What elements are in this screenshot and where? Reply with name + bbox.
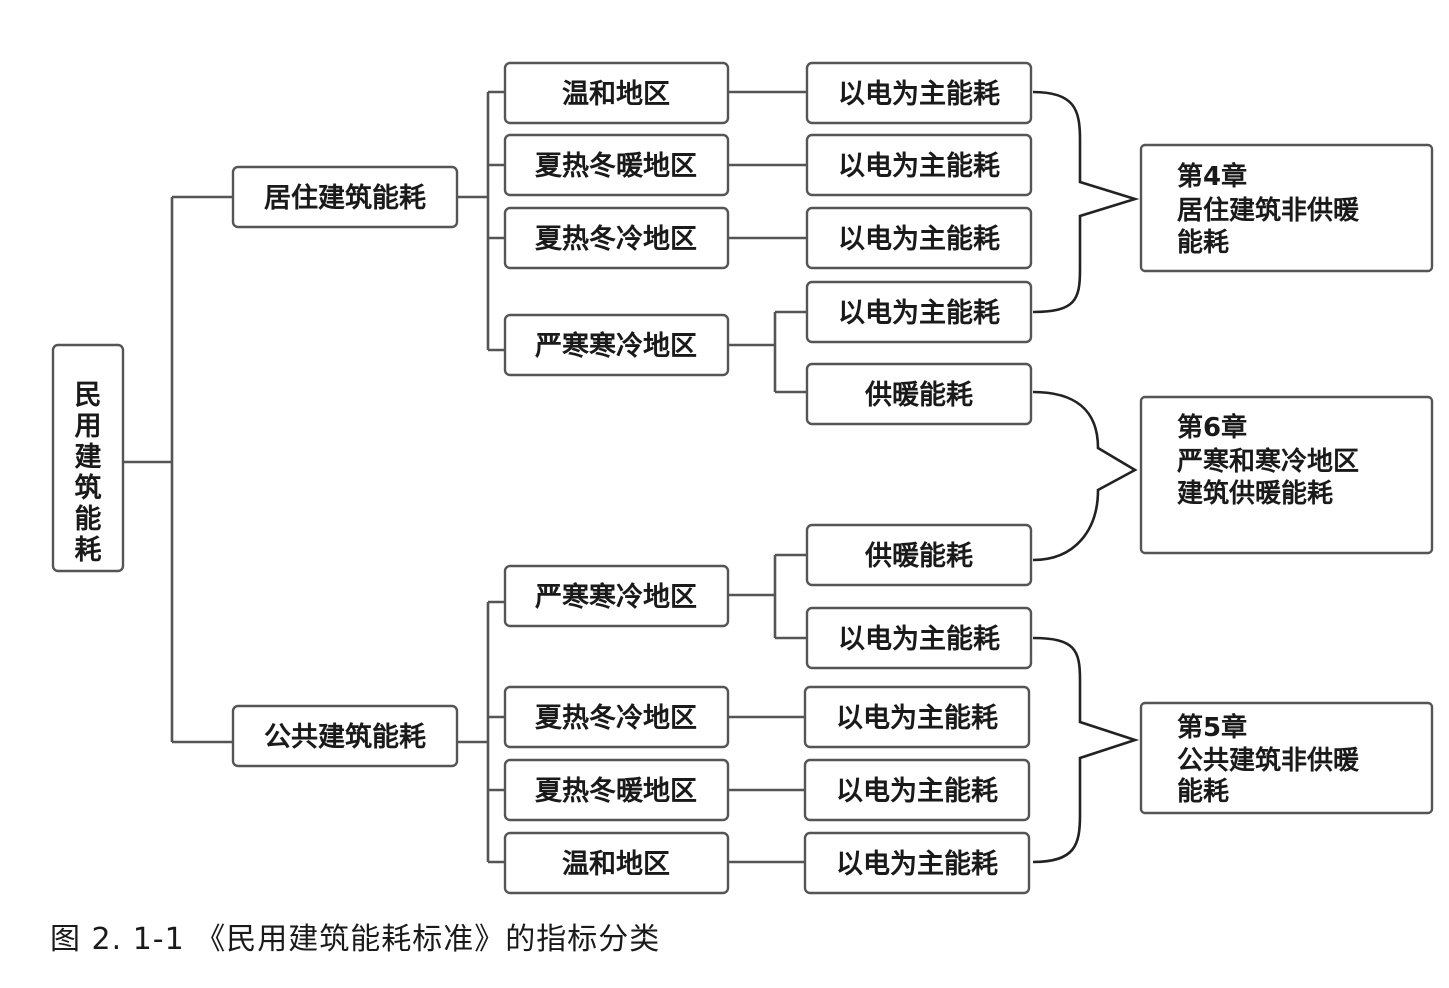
energy-electric-6-label: 以电为主能耗 (836, 702, 998, 734)
public-node: 公共建筑能耗 (231, 704, 459, 768)
energy-electric-2-label: 以电为主能耗 (838, 150, 1000, 182)
root-char-4: 筑 (75, 472, 102, 504)
res-region-hot-summer-cold-winter: 夏热冬冷地区 (503, 206, 730, 270)
chapter-6-title-line1: 严寒和寒冷地区 (1177, 446, 1359, 477)
connector-residential (458, 90, 505, 352)
chapter-6-title-line2: 建筑供暖能耗 (1177, 478, 1333, 509)
figure-caption: 图 2. 1-1 《民用建筑能耗标准》的指标分类 (50, 922, 661, 957)
chapter-5-node: 第5章 公共建筑非供暖 能耗 (1139, 701, 1434, 815)
energy-electric-8: 以电为主能耗 (803, 831, 1031, 895)
chapter-6-number: 第6章 (1177, 412, 1247, 443)
pub-region-hscw-label: 夏热冬冷地区 (535, 702, 697, 734)
residential-node: 居住建筑能耗 (231, 165, 459, 229)
pub-region-hswn-label: 夏热冬暖地区 (535, 775, 697, 807)
energy-electric-4: 以电为主能耗 (805, 280, 1033, 344)
energy-electric-6: 以电为主能耗 (803, 685, 1031, 749)
connector-public (458, 600, 505, 864)
energy-electric-5-label: 以电为主能耗 (838, 623, 1000, 655)
res-region-mild-label: 温和地区 (562, 79, 670, 110)
chapter-5-title-line1: 公共建筑非供暖 (1177, 745, 1360, 776)
energy-heating-1: 供暖能耗 (805, 362, 1033, 426)
energy-heating-1-label: 供暖能耗 (864, 379, 973, 411)
pub-region-severe-cold-label: 严寒寒冷地区 (535, 581, 697, 613)
connector-pub-region-1 (729, 553, 807, 640)
connector-res-region-4 (729, 310, 807, 394)
pub-region-severe-cold: 严寒寒冷地区 (503, 564, 730, 628)
energy-electric-7-label: 以电为主能耗 (836, 775, 998, 807)
res-region-severe-cold: 严寒寒冷地区 (503, 313, 730, 377)
energy-electric-3-label: 以电为主能耗 (838, 223, 1000, 255)
res-region-hot-summer-warm-winter: 夏热冬暖地区 (503, 133, 730, 197)
res-region-severe-cold-label: 严寒寒冷地区 (535, 330, 697, 362)
res-region-mild: 温和地区 (503, 61, 730, 125)
brace-chapter-5 (1032, 636, 1140, 864)
chapter-4-node: 第4章 居住建筑非供暖 能耗 (1139, 143, 1434, 273)
public-label: 公共建筑能耗 (264, 721, 426, 753)
pub-region-mild-label: 温和地区 (562, 849, 670, 880)
brace-chapter-6 (1032, 390, 1138, 562)
root-node: 民 用 建 筑 能 耗 (51, 343, 125, 573)
chapter-6-node: 第6章 严寒和寒冷地区 建筑供暖能耗 (1139, 395, 1434, 555)
energy-electric-4-label: 以电为主能耗 (838, 297, 1000, 329)
root-char-2: 用 (75, 411, 102, 442)
root-char-1: 民 (75, 380, 102, 411)
energy-electric-7: 以电为主能耗 (803, 758, 1031, 822)
chapter-5-number: 第5章 (1177, 712, 1247, 743)
pub-region-hot-summer-warm-winter: 夏热冬暖地区 (503, 758, 730, 822)
res-region-hswn-label: 夏热冬暖地区 (535, 150, 697, 182)
root-char-5: 能 (75, 503, 102, 535)
chapter-4-title-line2: 能耗 (1177, 227, 1229, 258)
energy-electric-2: 以电为主能耗 (805, 133, 1033, 197)
tree-connectors (124, 90, 807, 864)
res-region-hscw-label: 夏热冬冷地区 (535, 223, 697, 255)
energy-electric-3: 以电为主能耗 (805, 206, 1033, 270)
energy-electric-1: 以电为主能耗 (805, 61, 1033, 125)
pub-region-mild: 温和地区 (503, 831, 730, 895)
energy-electric-1-label: 以电为主能耗 (838, 78, 1000, 110)
root-char-6: 耗 (75, 535, 102, 566)
connector-root (124, 195, 233, 744)
chapter-4-number: 第4章 (1177, 161, 1247, 192)
energy-heating-2: 供暖能耗 (805, 523, 1033, 587)
chapter-4-title-line1: 居住建筑非供暖 (1177, 195, 1360, 226)
chapter-5-title-line2: 能耗 (1177, 776, 1229, 807)
residential-label: 居住建筑能耗 (264, 182, 426, 214)
energy-electric-5: 以电为主能耗 (805, 606, 1033, 670)
brace-chapter-4 (1032, 90, 1140, 314)
group-braces (1032, 90, 1140, 864)
root-char-3: 建 (75, 442, 102, 473)
energy-electric-8-label: 以电为主能耗 (836, 848, 998, 880)
pub-region-hot-summer-cold-winter: 夏热冬冷地区 (503, 685, 730, 749)
energy-heating-2-label: 供暖能耗 (864, 540, 973, 572)
